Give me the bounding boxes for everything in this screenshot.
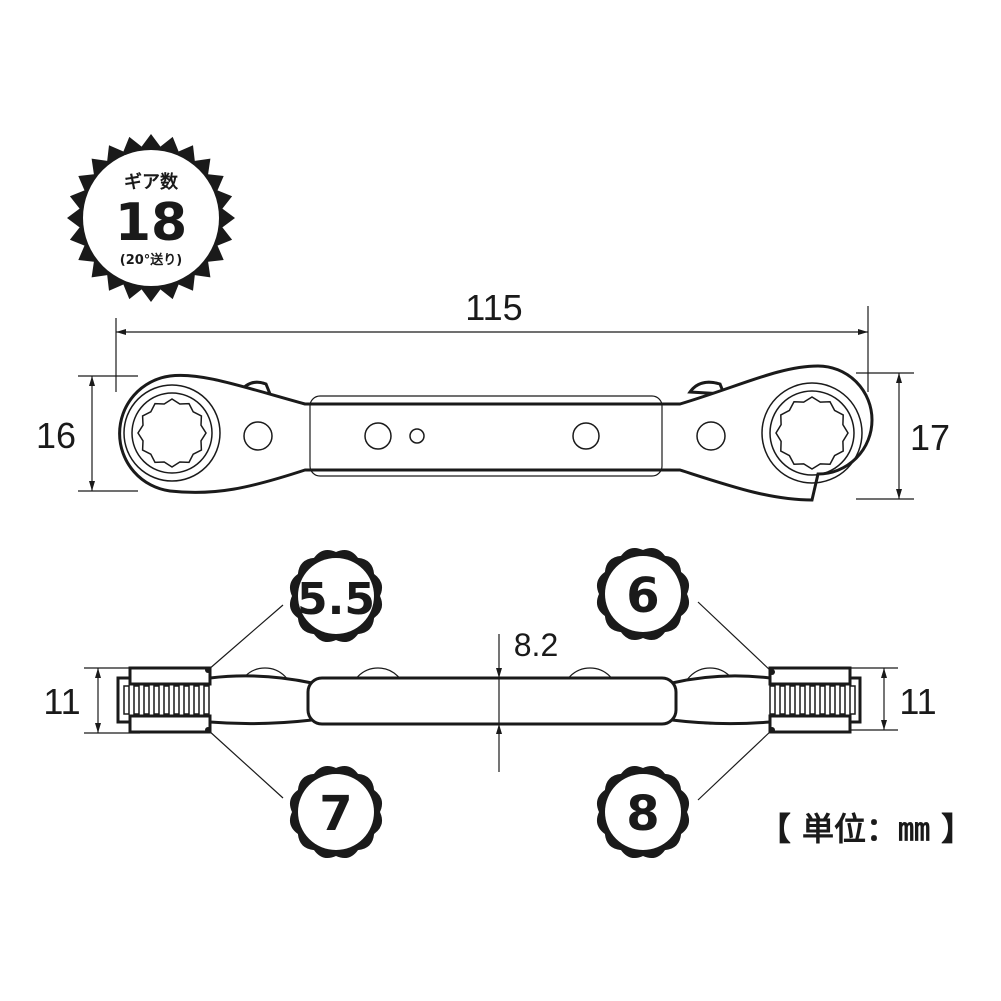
right-socket-12pt — [775, 396, 849, 470]
overall-length-label: 115 — [465, 287, 522, 328]
size-badge-top-right: 6 — [596, 547, 690, 641]
size-label-top-right: 6 — [626, 568, 659, 624]
left-socket-12pt — [137, 398, 207, 468]
gear-badge-number: 18 — [115, 193, 187, 253]
wrench-side-view: 11 11 8.2 — [43, 601, 937, 801]
unit-label: 【 単位：㎜ 】 — [759, 810, 973, 848]
right-thickness-label: 11 — [899, 681, 936, 722]
left-head-height-label: 16 — [36, 415, 76, 456]
center-thickness-label: 8.2 — [514, 627, 558, 663]
size-label-bottom-right: 8 — [626, 786, 659, 842]
size-label-top-left: 5.5 — [297, 574, 375, 625]
gear-badge-inner — [83, 150, 219, 286]
left-thickness-label: 11 — [43, 681, 80, 722]
wrench-top-view: 115 16 17 — [36, 287, 950, 502]
gear-count-badge: ギア数 18 (20°送り) — [67, 134, 235, 302]
size-badge-top-left: 5.5 — [289, 549, 383, 643]
gear-badge-note: (20°送り) — [120, 252, 182, 268]
size-badge-bottom-right: 8 — [596, 765, 690, 859]
size-badge-bottom-left: 7 — [289, 765, 383, 859]
gear-badge-heading: ギア数 — [124, 171, 179, 193]
right-head-height-label: 17 — [910, 417, 950, 458]
wrench-body-outline — [118, 364, 874, 502]
size-label-bottom-left: 7 — [319, 786, 352, 842]
